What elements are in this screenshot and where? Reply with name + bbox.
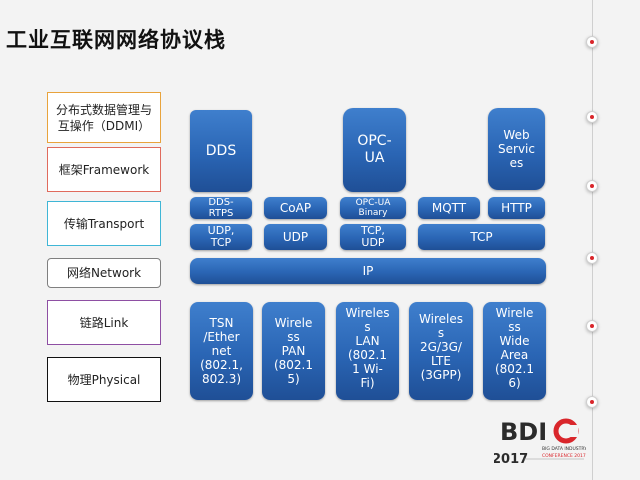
http-box: HTTP [488, 197, 545, 219]
timeline-dot [586, 111, 598, 123]
svg-text:BIG DATA INDUSTRY: BIG DATA INDUSTRY [542, 446, 586, 452]
svg-text:2017: 2017 [494, 452, 528, 467]
layer-ddmi: 分布式数据管理与 互操作（DDMI） [47, 92, 161, 143]
phys-box-tsn: TSN /Ether net (802.1, 802.3) [190, 302, 253, 400]
page-title: 工业互联网网络协议栈 [6, 28, 226, 52]
phys-box-cellular: Wireles s 2G/3G/ LTE (3GPP) [409, 302, 473, 400]
timeline-dot [586, 396, 598, 408]
phys-box-lan: Wireles s LAN (802.1 1 Wi- Fi) [336, 302, 399, 400]
phys-box-pan: Wirele ss PAN (802.1 5) [262, 302, 325, 400]
tcp-udp-box: TCP, UDP [340, 224, 406, 250]
opcua-binary-box: OPC-UA Binary [340, 197, 406, 219]
layer-link: 链路Link [47, 300, 161, 345]
bdic-logo: BDI BIG DATA INDUSTRY CONFERENCE 2017 20… [494, 418, 586, 467]
layer-transport: 传输Transport [47, 201, 161, 246]
coap-box: CoAP [264, 197, 327, 219]
opcua-box: OPC- UA [343, 108, 406, 192]
tcp-box: TCP [418, 224, 545, 250]
svg-text:BDI: BDI [500, 418, 547, 446]
timeline-dot [586, 36, 598, 48]
dds-box: DDS [190, 110, 252, 192]
webservices-box: Web Servic es [488, 108, 545, 190]
dds-rtps-box: DDS- RTPS [190, 197, 252, 219]
layer-framework: 框架Framework [47, 147, 161, 192]
mqtt-box: MQTT [418, 197, 480, 219]
phys-box-wide-area: Wirele ss Wide Area (802.1 6) [483, 302, 546, 400]
layer-physical: 物理Physical [47, 357, 161, 402]
timeline-dot [586, 252, 598, 264]
layer-network: 网络Network [47, 258, 161, 288]
ip-bar: IP [190, 258, 546, 284]
timeline-dot [586, 180, 598, 192]
svg-text:CONFERENCE 2017: CONFERENCE 2017 [542, 453, 586, 459]
udp-box: UDP [264, 224, 327, 250]
timeline-line [592, 0, 593, 480]
timeline-dot [586, 320, 598, 332]
udp-tcp-box: UDP, TCP [190, 224, 252, 250]
